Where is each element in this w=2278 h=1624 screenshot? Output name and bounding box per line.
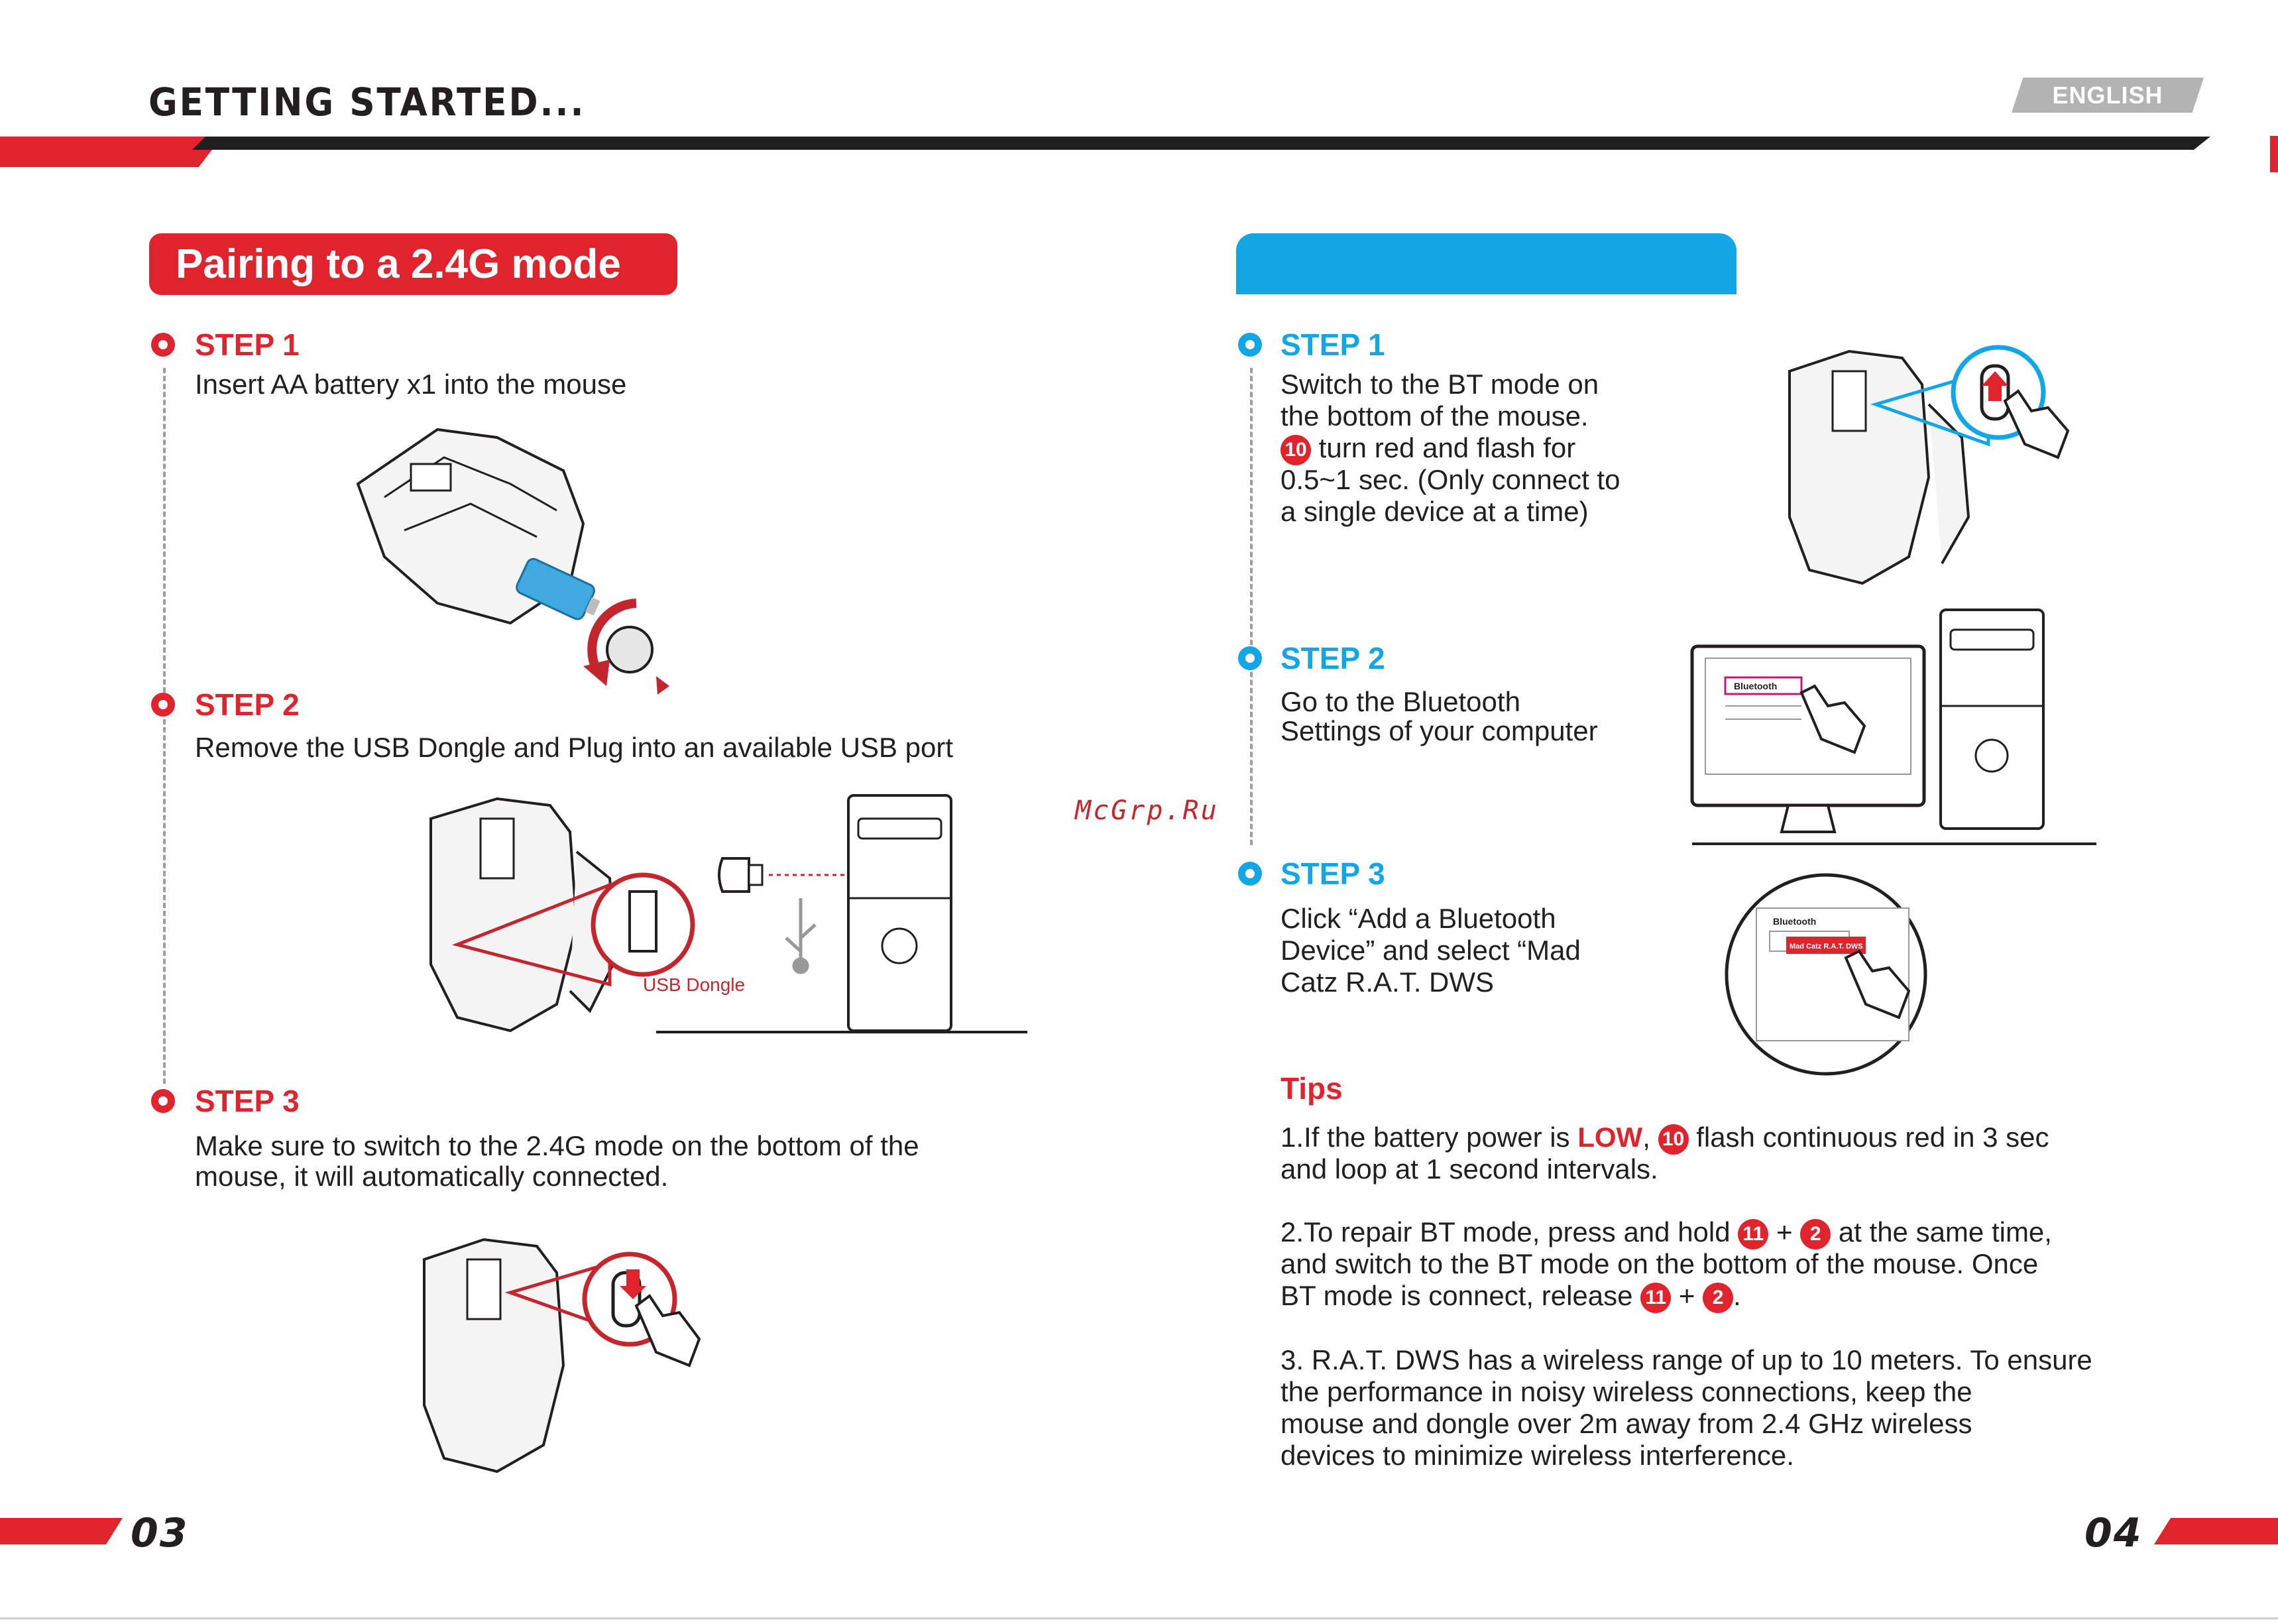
right-step-3-line-2: Device” and select “Mad bbox=[1281, 935, 1581, 966]
right-step-3-line-1: Click “Add a Bluetooth bbox=[1281, 903, 1556, 934]
right-step-1-line-1: Switch to the BT mode on bbox=[1281, 369, 1599, 400]
mouse-underside bbox=[429, 797, 579, 1033]
pointer-hand-icon-4 bbox=[1844, 949, 1911, 1019]
left-step-3-line-1: Make sure to switch to the 2.4G mode on … bbox=[195, 1130, 919, 1161]
pairing-24g-title: Pairing to a 2.4G mode bbox=[149, 233, 677, 295]
tip-1-low: LOW bbox=[1577, 1122, 1643, 1153]
step-2-marker bbox=[151, 693, 175, 717]
tip-3-line-2: the performance in noisy wireless connec… bbox=[1281, 1376, 1972, 1407]
right-step-3-line-3: Catz R.A.T. DWS bbox=[1281, 966, 1495, 998]
callout-10: 10 bbox=[1281, 434, 1311, 465]
tip-2-callout-2: 2 bbox=[1800, 1218, 1831, 1249]
right-edge-mark bbox=[2270, 136, 2278, 172]
pointer-hand-icon bbox=[634, 1294, 701, 1367]
left-step-connector bbox=[163, 368, 166, 1084]
tip-1-line-1: 1.If the battery power is LOW, 10 flash … bbox=[1281, 1122, 2049, 1155]
tip-2-callout-11: 11 bbox=[1738, 1218, 1769, 1249]
tip-2-line-3-end: . bbox=[1733, 1280, 1741, 1311]
tip-1-line-2: and loop at 1 second intervals. bbox=[1281, 1153, 1658, 1185]
tip-2-release-callout-2: 2 bbox=[1703, 1282, 1734, 1313]
tip-2-prefix: 2.To repair BT mode, press and hold bbox=[1281, 1216, 1738, 1247]
usb-symbol-icon bbox=[785, 898, 817, 974]
right-step-1-line-5: a single device at a time) bbox=[1281, 496, 1589, 527]
up-arrow-icon bbox=[1982, 371, 2008, 401]
pairing-bt-title bbox=[1236, 233, 1737, 294]
tip-2-release-plus: + bbox=[1678, 1280, 1695, 1311]
tip-2-suffix: at the same time, bbox=[1831, 1216, 2052, 1247]
footer-left-stripe bbox=[0, 1518, 123, 1544]
right-step-2-label: STEP 2 bbox=[1281, 641, 1385, 675]
tip-1-suffix: flash continuous red in 3 sec bbox=[1688, 1122, 2049, 1153]
usb-dongle-label: USB Dongle bbox=[643, 974, 746, 995]
bt-settings-screen-label: Bluetooth bbox=[1734, 681, 1777, 691]
bt-step-1-marker bbox=[1238, 333, 1262, 357]
tip-2-line-3: BT mode is connect, release 11 + 2. bbox=[1281, 1280, 1741, 1313]
header-rule bbox=[0, 136, 2278, 172]
step-3-marker bbox=[151, 1089, 175, 1113]
tip-1-prefix: 1.If the battery power is bbox=[1281, 1122, 1578, 1153]
left-step-2-text: Remove the USB Dongle and Plug into an a… bbox=[195, 732, 954, 763]
tip-2-line-1: 2.To repair BT mode, press and hold 11 +… bbox=[1281, 1216, 2052, 1249]
device-name-label: Mad Catz R.A.T. DWS bbox=[1790, 943, 1863, 951]
usb-dongle-icon bbox=[718, 857, 750, 893]
monitor-stand bbox=[1780, 804, 1837, 833]
right-step-3-label: STEP 3 bbox=[1281, 856, 1385, 891]
tip-2-release-callout-11: 11 bbox=[1640, 1282, 1672, 1313]
step-1-marker bbox=[151, 333, 175, 357]
computer-bt-settings-illustration: Bluetooth bbox=[1690, 609, 2096, 845]
pc-tower-icon bbox=[847, 794, 952, 1032]
mouse-switch-bt-illustration bbox=[1788, 345, 2070, 585]
bt-step-3-marker bbox=[1238, 862, 1262, 886]
right-step-1-line-3: 10 turn red and flash for bbox=[1281, 432, 1575, 465]
bt-step-2-marker bbox=[1238, 646, 1262, 670]
left-step-1-label: STEP 1 bbox=[195, 327, 300, 362]
right-step-2-line-2: Settings of your computer bbox=[1281, 715, 1598, 746]
tip-3-line-4: devices to minimize wireless interferenc… bbox=[1281, 1440, 1794, 1471]
aa-battery-icon bbox=[516, 557, 600, 620]
header-dark-bar bbox=[192, 137, 2210, 150]
left-step-3-label: STEP 3 bbox=[195, 1084, 300, 1118]
right-step-connector bbox=[1250, 368, 1253, 845]
page-number-left: 03 bbox=[131, 1510, 189, 1556]
bottom-edge-line bbox=[0, 1617, 2278, 1619]
right-step-2-line-1: Go to the Bluetooth bbox=[1281, 686, 1520, 717]
device-list-item bbox=[1786, 937, 1866, 954]
battery-cap-icon bbox=[606, 626, 654, 673]
mouse-panel bbox=[410, 463, 452, 492]
tip-2-line-3-prefix: BT mode is connect, release bbox=[1281, 1280, 1641, 1311]
pc-tower-icon-2 bbox=[1939, 609, 2045, 830]
mouse-switch-24g-illustration bbox=[423, 1238, 701, 1474]
tip-2-line-2: and switch to the BT mode on the bottom … bbox=[1281, 1248, 2039, 1279]
footer-right-stripe bbox=[2154, 1518, 2278, 1544]
mouse-battery-illustration bbox=[356, 428, 669, 695]
mouse-scroll-area bbox=[479, 817, 515, 880]
right-step-1-line-2: the bottom of the mouse. bbox=[1281, 400, 1589, 432]
page-number-right: 04 bbox=[2084, 1510, 2143, 1556]
left-step-1-text: Insert AA battery x1 into the mouse bbox=[195, 369, 627, 400]
rotate-arrow-icon bbox=[587, 599, 637, 672]
right-step-1-line-3-text: turn red and flash for bbox=[1311, 432, 1576, 463]
left-step-3-line-2: mouse, it will automatically connected. bbox=[195, 1161, 669, 1192]
mouse-dongle-illustration bbox=[429, 794, 1027, 1033]
tip-1-comma: , bbox=[1642, 1122, 1650, 1153]
add-device-screen-label: Bluetooth bbox=[1773, 916, 1816, 927]
page-header-title: GETTING STARTED... bbox=[148, 80, 586, 125]
watermark-text: McGrp.Ru bbox=[1075, 795, 1219, 826]
tip-3-line-3: mouse and dongle over 2m away from 2.4 G… bbox=[1281, 1408, 1972, 1439]
add-device-zoom-illustration: Bluetooth Mad Catz R.A.T. DWS bbox=[1725, 873, 1927, 1076]
pointer-hand-icon-3 bbox=[1799, 684, 1866, 754]
language-badge: ENGLISH bbox=[2012, 78, 2204, 113]
header-red-stripe bbox=[0, 137, 222, 167]
tips-title: Tips bbox=[1281, 1071, 1343, 1106]
right-step-1-line-4: 0.5~1 sec. (Only connect to bbox=[1281, 464, 1621, 495]
tip-3-line-1: 3. R.A.T. DWS has a wireless range of up… bbox=[1281, 1344, 2092, 1375]
pointer-hand-icon-2 bbox=[2003, 389, 2070, 459]
tip-1-callout-10: 10 bbox=[1658, 1124, 1689, 1155]
left-step-2-label: STEP 2 bbox=[195, 687, 300, 722]
right-step-1-label: STEP 1 bbox=[1281, 327, 1385, 362]
tip-2-plus: + bbox=[1776, 1216, 1793, 1247]
dongle-slot-icon bbox=[628, 890, 657, 953]
down-arrow-icon bbox=[620, 1269, 646, 1299]
